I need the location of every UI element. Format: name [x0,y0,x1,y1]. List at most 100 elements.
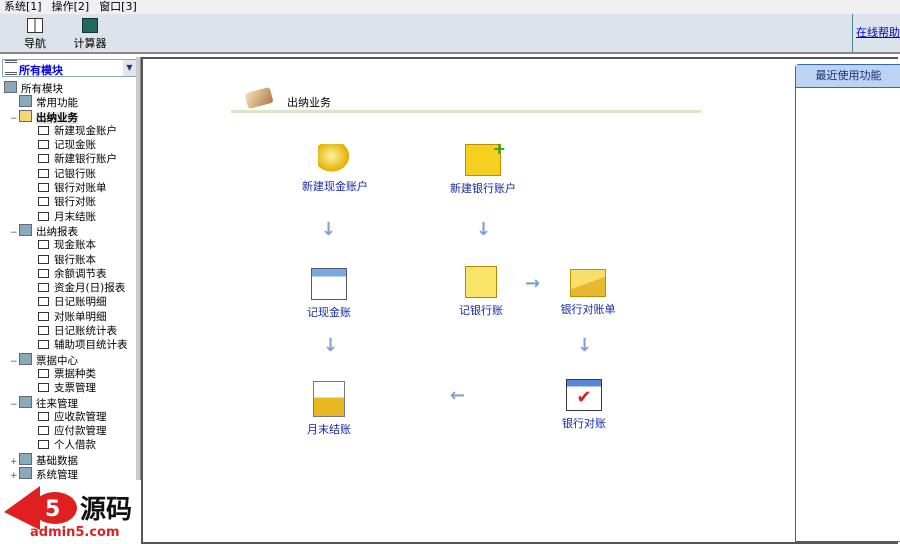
nav-label: 导航 [24,37,46,50]
menu-bar: 系统[1] 操作[2] 窗口[3] [0,0,900,15]
tree-item-label: 常用功能 [36,97,78,110]
menu-operate[interactable]: 操作[2] [51,0,90,13]
page-icon [38,440,49,450]
page-icon [38,140,49,150]
month-end-node[interactable]: 月末结账 [279,381,379,437]
notepad-icon [465,266,497,298]
collapse-icon[interactable]: − [10,227,18,238]
tree-item[interactable]: −票据中心 [4,352,136,367]
arrow-down-icon: ↓ [323,335,339,356]
tree-item-label: 记现金账 [54,139,96,152]
tree-item[interactable]: +系统管理 [4,467,136,481]
page-icon [38,383,49,393]
tree-item-label: 辅助项目统计表 [54,339,128,352]
tree-item-label: 票据种类 [54,367,96,380]
tree-item[interactable]: 银行对账 [4,195,136,209]
new-cash-account-node[interactable]: 新建现金账户 [285,144,385,194]
tree-item[interactable]: 对账单明细 [4,310,136,324]
tree-item[interactable]: 日记账明细 [4,295,136,309]
envelope-icon [570,269,606,297]
tree-item-label: 记银行账 [54,167,96,180]
tree-item-label: 日记账明细 [54,296,107,309]
tree-item[interactable]: 记银行账 [4,167,136,181]
page-icon [38,211,49,221]
tree-item[interactable]: 日记账统计表 [4,324,136,338]
online-help-link[interactable]: 在线帮助 [852,14,900,52]
tree-item[interactable]: 常用功能 [4,95,136,109]
calculator-button[interactable]: 计算器 [65,18,115,51]
page-icon [38,240,49,250]
tree-item-label: 银行对账单 [54,182,107,195]
tree-item[interactable]: 所有模块 [4,81,136,95]
sidebar-scrollbar[interactable] [136,57,140,480]
recent-functions-panel: 最近使用功能 [795,64,900,542]
tree-item[interactable]: 支票管理 [4,381,136,395]
tree-item-label: 支票管理 [54,382,96,395]
cash-journal-node[interactable]: 记现金账 [279,268,379,320]
tree-item-label: 银行账本 [54,253,96,266]
collapse-icon[interactable]: − [10,399,18,410]
collapse-icon[interactable]: − [10,113,18,124]
tree-item[interactable]: 新建现金账户 [4,124,136,138]
tree-item-label: 新建银行账户 [54,153,117,166]
tree-item[interactable]: 银行对账单 [4,181,136,195]
module-selector[interactable]: 所有模块 ▼ [2,59,137,77]
menu-system[interactable]: 系统[1] [4,0,42,13]
folder-add-icon: + [465,139,506,176]
bank-reconcile-node[interactable]: ✔银行对账 [534,379,634,431]
title-divider [231,110,701,113]
expand-icon[interactable]: + [10,456,18,467]
bank-statement-node[interactable]: 银行对账单 [538,269,638,317]
tree-item[interactable]: 银行账本 [4,253,136,267]
svg-text:admin5.com: admin5.com [30,525,120,540]
modules-icon [5,60,17,75]
tree-item[interactable]: 票据种类 [4,367,136,381]
nav-button[interactable]: 导航 [10,18,60,51]
tree-item[interactable]: 现金账本 [4,238,136,252]
lock-document-icon [313,381,345,417]
bank-journal-node[interactable]: 记银行账 [431,266,531,318]
edit-form-icon [311,268,347,300]
collapse-icon[interactable]: − [10,356,18,367]
section-title: 出纳业务 [287,96,331,109]
tree-item[interactable]: 月末结账 [4,210,136,224]
expand-icon[interactable]: + [10,471,18,482]
new-bank-account-node[interactable]: +新建银行账户 [433,139,533,196]
module-sidebar: 所有模块 ▼ 所有模块常用功能−出纳业务新建现金账户记现金账新建银行账户记银行账银… [0,57,141,481]
page-icon [38,125,49,135]
tree-item[interactable]: 新建银行账户 [4,152,136,166]
tree-item[interactable]: +基础数据 [4,452,136,467]
arrow-left-icon: ← [450,385,466,406]
tree-item[interactable]: 个人借款 [4,438,136,452]
page-icon [38,197,49,207]
tree-item[interactable]: −出纳业务 [4,109,136,124]
book-icon [27,18,43,33]
page-icon [38,340,49,350]
tree-item[interactable]: 记现金账 [4,138,136,152]
tree-item-label: 现金账本 [54,239,96,252]
node-label: 银行对账单 [560,303,616,316]
tree-item-label: 余额调节表 [54,267,107,280]
page-icon [38,326,49,336]
svg-text:5: 5 [45,497,60,522]
node-label: 月末结账 [307,423,351,436]
tree-item[interactable]: 应收款管理 [4,410,136,424]
tree-item[interactable]: 余额调节表 [4,267,136,281]
chevron-down-icon[interactable]: ▼ [123,60,136,76]
toolbar: 导航 计算器 [0,14,900,54]
tree-item[interactable]: −往来管理 [4,395,136,410]
tree-item[interactable]: 应付款管理 [4,424,136,438]
page-icon [38,297,49,307]
page-icon [38,426,49,436]
arrow-down-icon: ↓ [476,219,492,240]
arrow-right-icon: → [525,273,541,294]
tree-item[interactable]: 资金月(日)报表 [4,281,136,295]
module-selector-value: 所有模块 [19,64,63,77]
checkmark-window-icon: ✔ [566,379,602,411]
menu-window[interactable]: 窗口[3] [99,0,137,13]
tree-item-label: 应付款管理 [54,425,107,438]
tree-item[interactable]: −出纳报表 [4,223,136,238]
folder-icon [19,95,32,108]
tree-item[interactable]: 辅助项目统计表 [4,338,136,352]
